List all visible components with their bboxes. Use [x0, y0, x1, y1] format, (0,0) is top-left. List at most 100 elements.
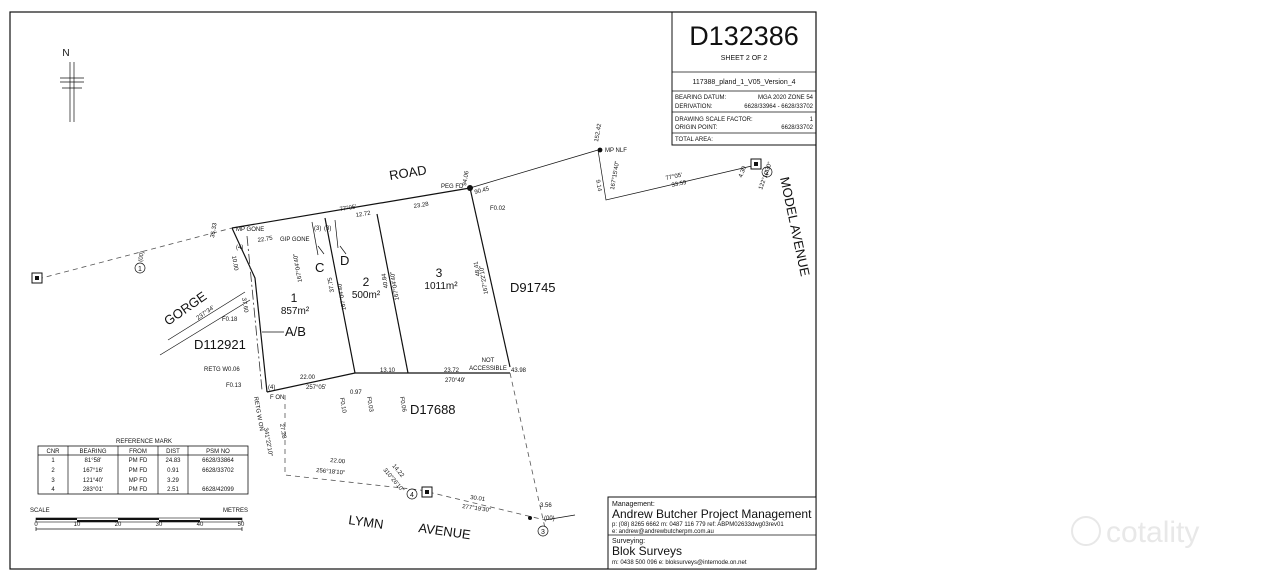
ref-r1-cnr: 1	[51, 458, 55, 464]
ref-r3-dist: 3.29	[167, 478, 179, 484]
dim-13-10: 13.10	[380, 368, 396, 374]
dim-4-30: 4.30	[738, 165, 748, 179]
f002: F0.02	[490, 206, 506, 212]
bracket-3-a: (3)	[314, 226, 321, 232]
reference-mark-title: REFERENCE MARK	[116, 439, 172, 445]
brg-270-49: 270°49'	[445, 378, 465, 384]
ref-r2-psm: 6628/33702	[202, 468, 234, 474]
brg-167-04-c: 167°04'40"	[390, 271, 401, 301]
scale-factor-value: 1	[810, 117, 814, 123]
brg-277-19: 277°19'30"	[462, 504, 492, 514]
derivation-value: 6628/33964 - 6628/33702	[744, 104, 813, 110]
scale-tick-0: 0	[34, 522, 38, 528]
ref-header-dist: DIST	[166, 449, 180, 455]
dim-40-84: 40.84	[381, 272, 390, 288]
dim-94-06: 94.06	[462, 170, 471, 186]
corner-marker-4: 4	[410, 492, 414, 499]
ref-header-cnr: CNR	[47, 449, 61, 455]
parcel-d112921: D112921	[194, 337, 246, 352]
dim-35-33: 35.33	[210, 222, 219, 238]
dim-22-00-b: 22.00	[330, 458, 346, 465]
dim-00-a: (00)	[138, 251, 146, 263]
not-accessible-line2: ACCESSIBLE	[469, 366, 507, 372]
dim-3-56: 3.56	[540, 503, 552, 509]
dim-23-72: 23.72	[444, 368, 460, 374]
f013: F0.13	[226, 383, 242, 389]
corner-marker-1: 1	[138, 266, 142, 273]
f-on-1: F ON	[270, 395, 284, 401]
bearing-datum-value: MGA 2020 ZONE 54	[758, 95, 814, 101]
road-name-lymn: LYMN	[348, 512, 385, 532]
dim-90-45: 90.45	[474, 186, 491, 196]
ref-r2-dist: 0.91	[167, 468, 179, 474]
lot-2-area: 500m²	[352, 290, 381, 301]
bearing-datum-label: BEARING DATUM:	[675, 95, 727, 101]
dim-33-59: 33.59	[671, 180, 688, 189]
north-arrow: N	[60, 48, 84, 122]
dim-22-75: 22.75	[257, 236, 273, 244]
origin-point-value: 6628/33702	[781, 125, 813, 131]
scale-tick-30: 30	[156, 522, 163, 528]
dim-22-00-a: 22.00	[300, 375, 316, 381]
boundary-lines	[37, 149, 757, 529]
ref-r1-bearing: 81°58'	[85, 458, 102, 464]
brg-256-18: 256°18'10"	[316, 468, 345, 477]
scale-tick-40: 40	[197, 522, 204, 528]
dim-30-01: 30.01	[470, 495, 486, 503]
ref-header-psm: PSM NO	[206, 449, 230, 455]
ref-r4-psm: 6628/42099	[202, 487, 234, 493]
ref-r2-bearing: 167°16'	[83, 468, 103, 474]
total-area-label: TOTAL AREA:	[675, 137, 713, 143]
lot-2-number: 2	[363, 275, 370, 289]
brg-167-04-b: 167°04'40"	[337, 281, 348, 311]
corner-marker-3: 3	[541, 529, 545, 536]
ref-r3-from: MP FD	[129, 478, 148, 484]
f010: F0.10	[338, 397, 347, 414]
management-company: Andrew Butcher Project Management	[612, 507, 812, 521]
bracket-4-a: (4)	[236, 245, 243, 251]
not-accessible-line1: NOT	[482, 358, 495, 364]
marker-squares	[31, 147, 762, 520]
parcel-d17688: D17688	[410, 402, 456, 417]
plan-number: D132386	[689, 21, 799, 51]
dim-00-b: (00)	[544, 516, 555, 522]
watermark-text: cotality	[1106, 516, 1199, 549]
surveying-heading: Surveying:	[612, 538, 645, 545]
brg-77-05-b: 77°05'	[665, 173, 683, 182]
title-block: D132386 SHEET 2 OF 2 117388_pland_1_V05_…	[671, 11, 817, 146]
reference-mark-table: REFERENCE MARK CNR BEARING FROM DIST PSM…	[37, 439, 249, 495]
scale-bar: SCALE METRES 0 10 20 30 40 50	[30, 508, 248, 531]
lot-1-area: 857m²	[281, 306, 310, 317]
scale-tick-50: 50	[238, 522, 245, 528]
brg-167-22: 167°22'10"	[479, 265, 490, 295]
road-name-avenue: AVENUE	[418, 520, 472, 542]
retg-won: RETG W ON	[252, 396, 264, 431]
dim-12-72: 12.72	[355, 211, 371, 219]
dim-0-97: 0.97	[350, 390, 362, 396]
ref-r2-from: PM FD	[129, 468, 148, 474]
ref-r4-from: PM FD	[129, 487, 148, 493]
dim-152-42: 152.42	[594, 123, 603, 143]
bracket-4-b: (4)	[268, 385, 275, 391]
lot-3-area: 1011m²	[424, 281, 458, 292]
sheet-border	[9, 11, 817, 570]
mp-gone: MP GONE	[236, 227, 264, 233]
brg-77-05-a: 77°05'	[339, 204, 357, 213]
surveyor-name: Blok Surveys	[612, 544, 682, 558]
peg-fd: PEG FD	[441, 184, 464, 190]
management-heading: Management:	[612, 501, 655, 508]
ref-r4-dist: 2.51	[167, 487, 179, 493]
f018: F0.18	[222, 317, 238, 323]
scale-label: SCALE	[30, 508, 50, 514]
mp-nlf: MP NLF	[605, 148, 627, 154]
corner-markers: 1 2 3 4	[134, 166, 773, 537]
ref-r1-from: PM FD	[129, 458, 148, 464]
scale-tick-20: 20	[115, 522, 122, 528]
road-name-road: ROAD	[388, 162, 427, 183]
ref-r1-psm: 6628/33864	[202, 458, 234, 464]
ref-r2-cnr: 2	[51, 468, 55, 474]
easement-ab: A/B	[285, 324, 306, 339]
file-reference: 117388_pland_1_V05_Version_4	[692, 79, 795, 86]
ref-header-bearing: BEARING	[79, 449, 106, 455]
